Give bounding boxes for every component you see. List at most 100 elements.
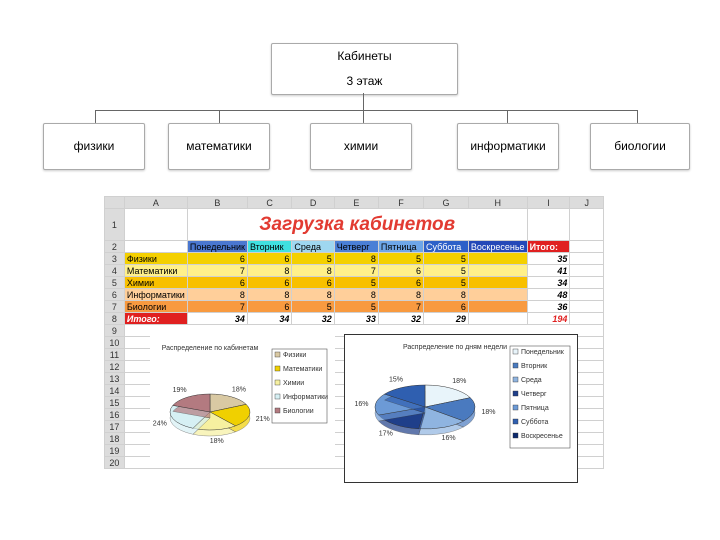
cell[interactable]: 6 bbox=[246, 300, 293, 313]
col-header[interactable]: J bbox=[569, 196, 604, 209]
row-header[interactable]: 17 bbox=[104, 420, 125, 433]
day-header[interactable]: Пятница bbox=[377, 240, 424, 253]
row-header[interactable]: 3 bbox=[104, 252, 125, 265]
cell[interactable]: 6 bbox=[186, 276, 248, 289]
rooms-slice[interactable] bbox=[172, 393, 211, 413]
cell[interactable] bbox=[123, 208, 188, 241]
cell[interactable] bbox=[467, 264, 528, 277]
cell[interactable] bbox=[569, 288, 604, 301]
totals-label[interactable]: Итого: bbox=[123, 312, 188, 325]
cell[interactable]: 5 bbox=[291, 252, 335, 265]
cell[interactable]: 8 bbox=[291, 288, 335, 301]
col-header[interactable]: C bbox=[246, 196, 293, 209]
cell[interactable]: 8 bbox=[246, 288, 293, 301]
cell[interactable] bbox=[569, 252, 604, 265]
row-total[interactable]: 41 bbox=[526, 264, 571, 277]
col-header[interactable]: H bbox=[467, 196, 528, 209]
cell[interactable] bbox=[569, 240, 604, 253]
day-header[interactable]: Суббота bbox=[422, 240, 469, 253]
row-label[interactable]: Математики bbox=[123, 264, 188, 277]
cell[interactable]: 7 bbox=[333, 264, 379, 277]
sheet-title[interactable]: Загрузка кабинетов bbox=[186, 208, 528, 241]
row-header[interactable]: 14 bbox=[104, 384, 125, 397]
row-header[interactable]: 10 bbox=[104, 336, 125, 349]
cell[interactable]: 6 bbox=[246, 252, 293, 265]
cell[interactable]: 6 bbox=[291, 276, 335, 289]
cell[interactable]: 7 bbox=[186, 264, 248, 277]
cell[interactable]: 7 bbox=[377, 300, 424, 313]
cell[interactable]: 6 bbox=[377, 276, 424, 289]
cell[interactable] bbox=[467, 300, 528, 313]
row-label[interactable]: Химии bbox=[123, 276, 188, 289]
cell[interactable] bbox=[569, 264, 604, 277]
day-header[interactable]: Воскресенье bbox=[467, 240, 528, 253]
day-header[interactable]: Вторник bbox=[246, 240, 293, 253]
cell[interactable]: 8 bbox=[377, 288, 424, 301]
days-slice[interactable] bbox=[383, 384, 426, 408]
row-header[interactable]: 5 bbox=[104, 276, 125, 289]
row-header[interactable]: 15 bbox=[104, 396, 125, 409]
row-header[interactable]: 11 bbox=[104, 348, 125, 361]
row-total[interactable]: 36 bbox=[526, 300, 571, 313]
row-header[interactable]: 13 bbox=[104, 372, 125, 385]
col-header[interactable]: B bbox=[186, 196, 248, 209]
row-header[interactable]: 16 bbox=[104, 408, 125, 421]
column-total[interactable]: 32 bbox=[291, 312, 335, 325]
col-header[interactable]: A bbox=[123, 196, 188, 209]
cell[interactable]: 6 bbox=[246, 276, 293, 289]
row-header[interactable]: 1 bbox=[104, 208, 125, 241]
cell[interactable] bbox=[569, 276, 604, 289]
row-header[interactable]: 8 bbox=[104, 312, 125, 325]
day-header[interactable]: Среда bbox=[291, 240, 335, 253]
grand-total[interactable]: 194 bbox=[526, 312, 571, 325]
col-header[interactable]: I bbox=[526, 196, 571, 209]
row-header[interactable]: 7 bbox=[104, 300, 125, 313]
column-total[interactable] bbox=[467, 312, 528, 325]
cell[interactable] bbox=[123, 240, 188, 253]
row-header[interactable]: 4 bbox=[104, 264, 125, 277]
cell[interactable]: 6 bbox=[377, 264, 424, 277]
row-header[interactable]: 12 bbox=[104, 360, 125, 373]
row-header[interactable]: 2 bbox=[104, 240, 125, 253]
cell[interactable] bbox=[569, 208, 604, 241]
days-slice[interactable] bbox=[424, 397, 476, 422]
cell[interactable]: 5 bbox=[333, 276, 379, 289]
cell[interactable]: 6 bbox=[186, 252, 248, 265]
rooms-slice[interactable] bbox=[209, 404, 251, 427]
days-slice[interactable] bbox=[424, 384, 471, 408]
cell[interactable] bbox=[569, 300, 604, 313]
cell[interactable]: 7 bbox=[186, 300, 248, 313]
column-total[interactable]: 34 bbox=[186, 312, 248, 325]
col-header[interactable]: D bbox=[291, 196, 335, 209]
cell[interactable]: 8 bbox=[186, 288, 248, 301]
column-total[interactable]: 32 bbox=[377, 312, 424, 325]
row-header[interactable]: 18 bbox=[104, 432, 125, 445]
cell[interactable] bbox=[467, 288, 528, 301]
cell[interactable]: 5 bbox=[291, 300, 335, 313]
cell[interactable]: 5 bbox=[422, 264, 469, 277]
total-header[interactable]: Итого: bbox=[526, 240, 571, 253]
cell[interactable] bbox=[569, 312, 604, 325]
col-header[interactable]: E bbox=[333, 196, 379, 209]
col-header[interactable]: F bbox=[377, 196, 424, 209]
cell[interactable]: 8 bbox=[422, 288, 469, 301]
pie-chart-rooms[interactable]: Распределение по кабинетам 18%21%18%24%1… bbox=[150, 334, 335, 464]
row-header[interactable]: 9 bbox=[104, 324, 125, 337]
column-total[interactable]: 29 bbox=[422, 312, 469, 325]
cell[interactable]: 5 bbox=[422, 276, 469, 289]
day-header[interactable]: Понедельник bbox=[186, 240, 248, 253]
col-header[interactable]: G bbox=[422, 196, 469, 209]
cell[interactable]: 6 bbox=[422, 300, 469, 313]
pie-chart-days[interactable]: Распределение по дням недели 18%18%16%17… bbox=[344, 334, 578, 483]
rooms-slice[interactable] bbox=[209, 393, 247, 413]
row-label[interactable]: Физики bbox=[123, 252, 188, 265]
row-label[interactable]: Биологии bbox=[123, 300, 188, 313]
day-header[interactable]: Четверг bbox=[333, 240, 379, 253]
row-label[interactable]: Информатики bbox=[123, 288, 188, 301]
row-total[interactable]: 35 bbox=[526, 252, 571, 265]
cell[interactable]: 5 bbox=[333, 300, 379, 313]
column-total[interactable]: 33 bbox=[333, 312, 379, 325]
cell[interactable]: 8 bbox=[333, 252, 379, 265]
cell[interactable]: 8 bbox=[291, 264, 335, 277]
row-header[interactable]: 6 bbox=[104, 288, 125, 301]
